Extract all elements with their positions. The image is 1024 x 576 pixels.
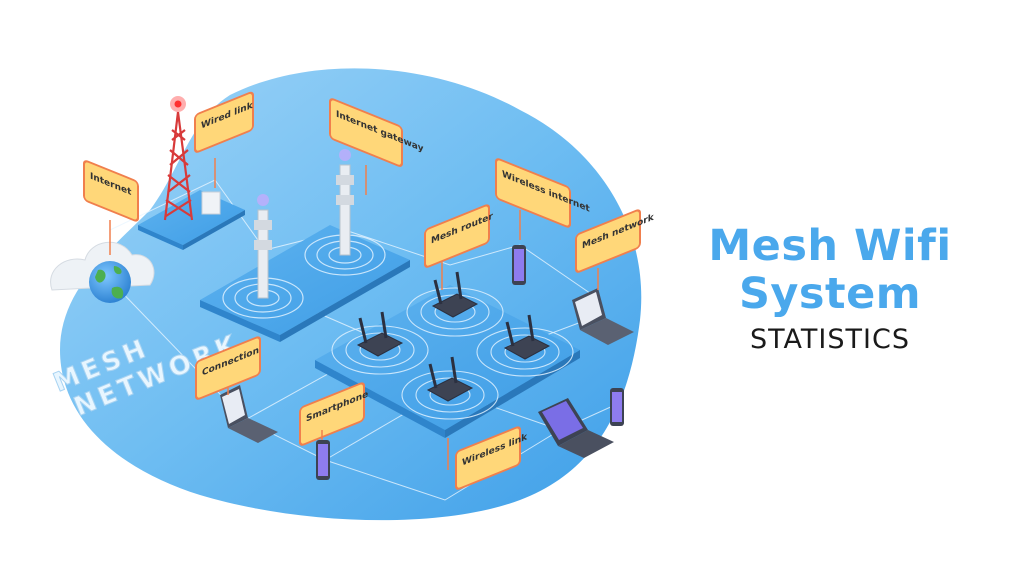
gateway-platform xyxy=(200,225,410,342)
title-block: Mesh Wifi System STATISTICS xyxy=(660,222,1000,355)
router-platform xyxy=(315,285,580,438)
tower-beacon-core xyxy=(174,100,182,108)
smartphone-icon xyxy=(512,245,526,285)
mesh-router-icon xyxy=(426,356,474,402)
page-title-line-1: Mesh Wifi xyxy=(708,221,952,271)
tablet-icon xyxy=(538,398,614,458)
antenna-icon xyxy=(254,194,272,299)
callout-stems xyxy=(109,158,599,470)
smartphone-icon xyxy=(610,388,624,426)
callout-internet: Internet xyxy=(83,160,139,222)
mesh-router-icon xyxy=(503,314,551,360)
mesh-router-icon xyxy=(356,311,404,357)
globe-icon xyxy=(89,261,131,303)
cell-tower-icon xyxy=(163,111,194,221)
callout-wireless-internet: Wireless internet xyxy=(495,158,590,228)
smartphone-icon xyxy=(316,440,330,480)
page-title-line-2: System xyxy=(738,269,922,319)
page-subtitle: STATISTICS xyxy=(750,324,910,355)
antenna-icon xyxy=(336,149,354,256)
laptop-icon xyxy=(220,385,278,443)
callout-connection: Connection xyxy=(195,336,261,400)
laptop-icon xyxy=(572,288,634,345)
mesh-router-icon xyxy=(431,271,479,318)
